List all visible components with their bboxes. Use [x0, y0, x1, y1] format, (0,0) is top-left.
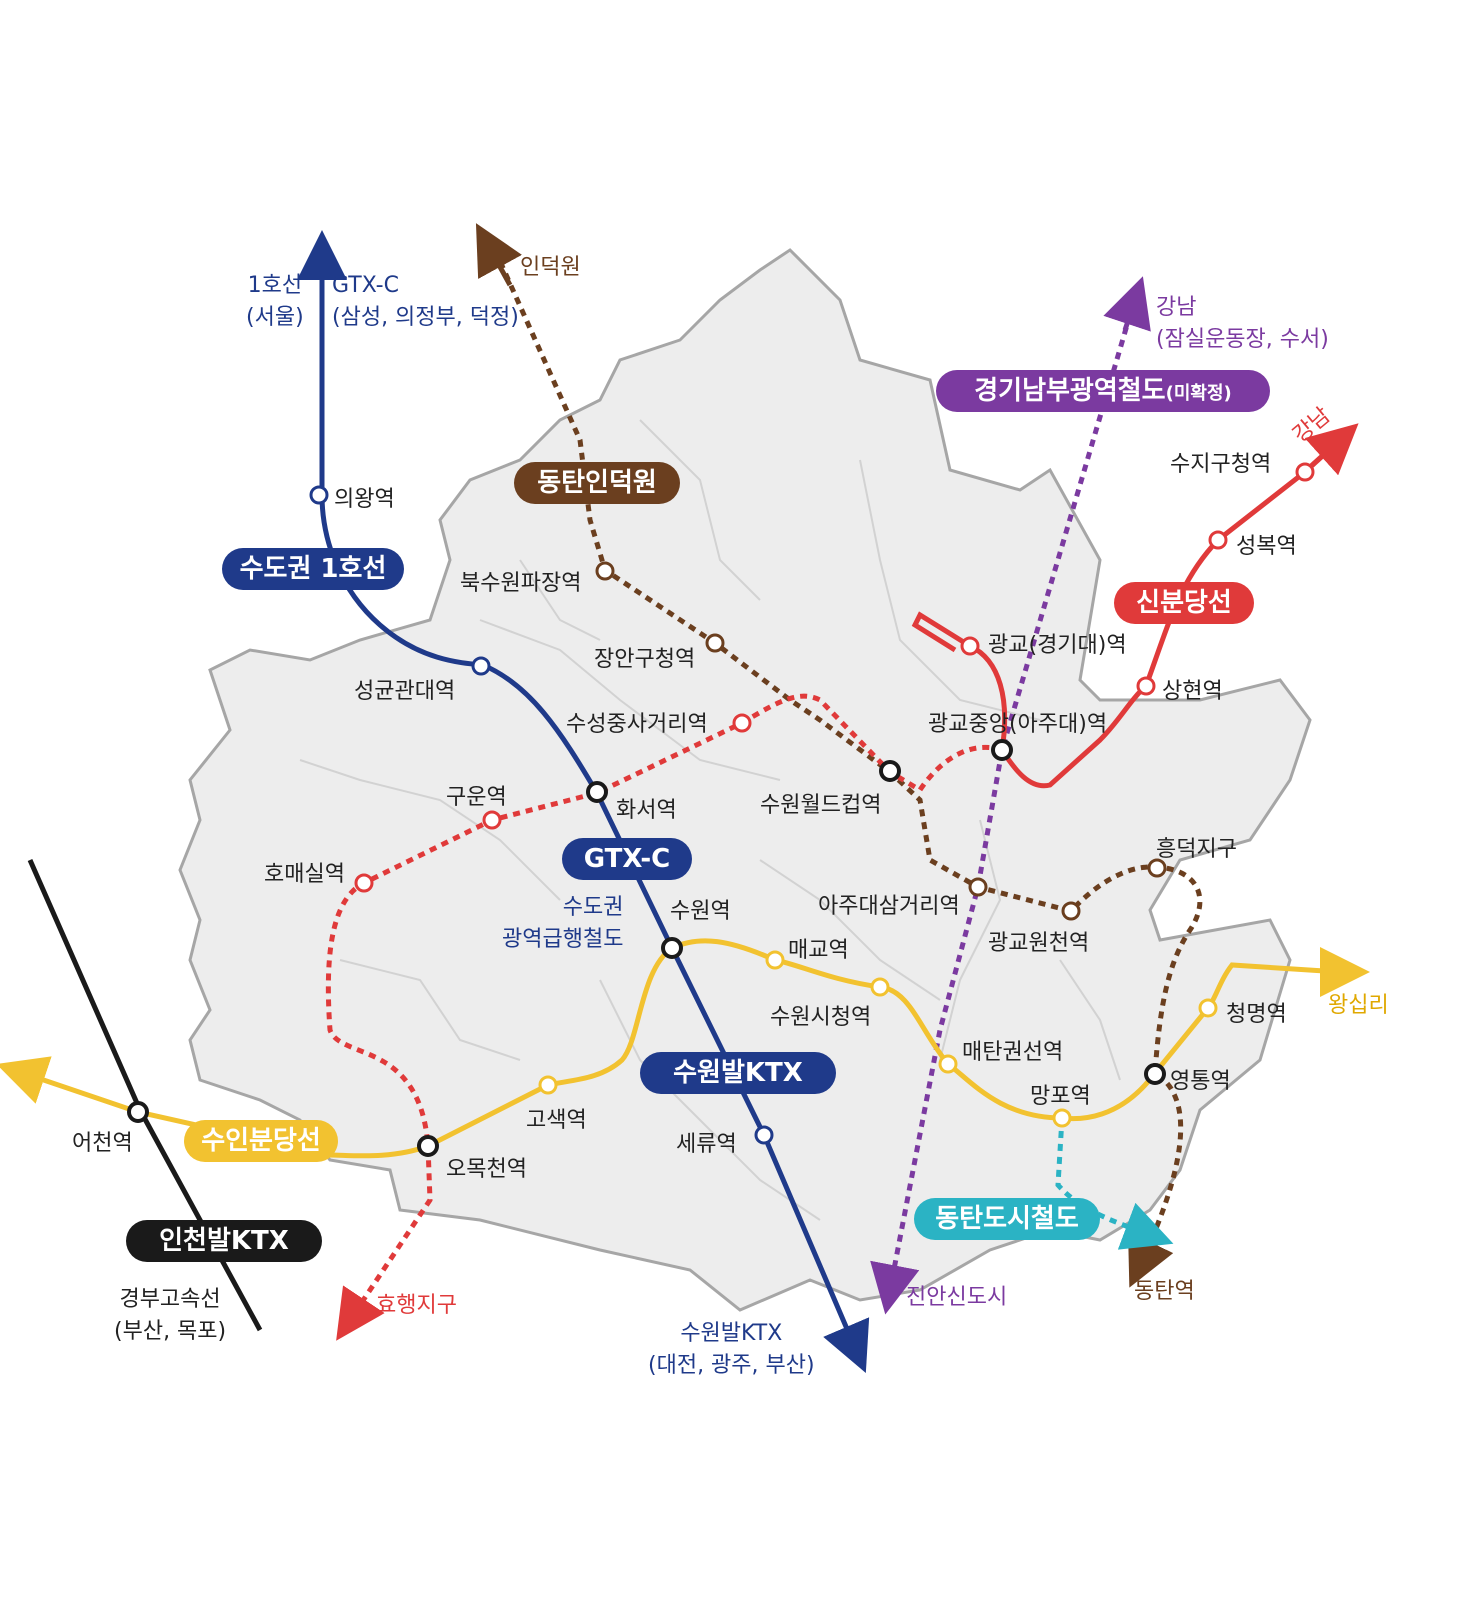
- dongtan-indeokwon-pill: 동탄인덕원: [514, 462, 680, 504]
- line1-pill: 수도권 1호선: [222, 548, 404, 590]
- label-gwanggyo-center: 광교중앙(아주대)역: [928, 712, 1108, 737]
- gyeonggi-south-pill: 경기남부광역철도(미확정): [936, 370, 1270, 412]
- label-cheongmyeong: 청명역: [1226, 1002, 1287, 1027]
- station-suwon-marker: [661, 937, 683, 959]
- station-sanghyeon-marker: [1136, 676, 1156, 696]
- station-yeongtong-marker: [1144, 1063, 1166, 1085]
- station-suseong-marker: [732, 713, 752, 733]
- dest-gangnam-purple-top: 강남: [1156, 295, 1197, 320]
- station-guun-marker: [482, 810, 502, 830]
- station-uiwang-marker: [309, 485, 329, 505]
- label-seongbok: 성복역: [1236, 534, 1297, 559]
- dongtan-city-pill: 동탄도시철도: [914, 1198, 1100, 1240]
- station-homaesil-marker: [354, 873, 374, 893]
- stations: [127, 462, 1315, 1157]
- gangnam-purple-arrow: [1103, 276, 1151, 332]
- label-jangan: 장안구청역: [594, 647, 696, 672]
- station-suji-marker: [1295, 462, 1315, 482]
- label-wonchon: 광교원천역: [988, 931, 1090, 956]
- station-gwanggyo-kyonggi-marker: [960, 636, 980, 656]
- label-heungdeok: 흥덕지구: [1156, 837, 1237, 862]
- dest-gyeongbu-bottom: (부산, 목포): [114, 1319, 227, 1344]
- dest-hyohaeng: 효행지구: [376, 1293, 457, 1318]
- label-suji: 수지구청역: [1170, 452, 1272, 477]
- district-boundaries: [299, 419, 1121, 1221]
- label-seryu: 세류역: [676, 1132, 737, 1157]
- label-eocheon: 어천역: [72, 1131, 133, 1156]
- label-maetan: 매탄권선역: [962, 1040, 1064, 1065]
- label-suseong: 수성중사거리역: [566, 712, 708, 737]
- incheon-ktx-pill: 인천발KTX: [126, 1220, 322, 1262]
- dest-suwon-ktx-top: 수원발KTX: [680, 1321, 783, 1346]
- label-homaesil: 호매실역: [264, 862, 345, 887]
- gtx-pill: GTX-C: [562, 838, 692, 880]
- dest-suwon-ktx-bottom: (대전, 광주, 부산): [648, 1353, 815, 1378]
- gtx-station-note-bottom: 광역급행철도: [502, 927, 624, 952]
- dest-jinan: 진안신도시: [906, 1285, 1008, 1310]
- gyeonggi-south-line: [870, 314, 1133, 1315]
- label-maegyo: 매교역: [788, 938, 849, 963]
- station-jangan-marker: [705, 633, 725, 653]
- station-gwanggyo-center-marker: [991, 739, 1013, 761]
- label-gwanggyo-kyonggi: 광교(경기대)역: [988, 633, 1127, 658]
- label-skku: 성균관대역: [354, 679, 456, 704]
- label-hwaseo: 화서역: [616, 798, 677, 823]
- label-suwon: 수원역: [670, 899, 731, 924]
- station-maetan-marker: [938, 1054, 958, 1074]
- dest-wangsimni: 왕십리: [1328, 993, 1389, 1018]
- label-omokcheon: 오목천역: [446, 1157, 527, 1182]
- suwon-ktx-pill: 수원발KTX: [640, 1052, 836, 1094]
- dest-gtx-bottom: (삼성, 의정부, 덕정): [332, 305, 519, 330]
- suin-bundang-line: [0, 938, 1341, 1159]
- station-hwaseo-marker: [586, 781, 608, 803]
- city-region: [178, 248, 1312, 1312]
- dest-dongtan: 동탄역: [1134, 1279, 1195, 1304]
- dest-gangnam-purple-bottom: (잠실운동장, 수서): [1156, 327, 1329, 352]
- station-ajudae-marker: [968, 877, 988, 897]
- station-seongbok-marker: [1208, 530, 1228, 550]
- label-worldcup: 수원월드컵역: [760, 793, 882, 818]
- gyeonggi-south-pill-sub: (미확정): [1165, 383, 1232, 404]
- label-bugsuwon: 북수원파장역: [460, 571, 582, 596]
- station-heungdeok-marker: [1147, 858, 1167, 878]
- gyeonggi-south-pill-main: 경기남부광역철도: [974, 376, 1166, 406]
- indeokwon-arrow: [475, 223, 522, 287]
- suin-bundang-pill: 수인분당선: [184, 1120, 338, 1162]
- label-mangpo: 망포역: [1030, 1084, 1091, 1109]
- label-ajudae: 아주대삼거리역: [818, 894, 960, 919]
- dest-gyeongbu: 경부고속선 (부산, 목포): [114, 1284, 226, 1348]
- label-guun: 구운역: [446, 785, 507, 810]
- dest-gtx: GTX-C (삼성, 의정부, 덕정): [332, 270, 519, 334]
- gtx-station-note: 수도권 광역급행철도: [502, 892, 623, 956]
- label-yeongtong: 영통역: [1170, 1069, 1231, 1094]
- dest-indeokwon: 인덕원: [520, 255, 581, 280]
- label-sanghyeon: 상현역: [1162, 679, 1223, 704]
- dest-line1: 1호선 (서울): [246, 270, 304, 334]
- dest-line1-top: 1호선: [247, 273, 303, 298]
- dest-gtx-top: GTX-C: [332, 273, 399, 298]
- station-cityhall-marker: [870, 977, 890, 997]
- label-uiwang: 의왕역: [334, 487, 395, 512]
- station-eocheon-marker: [127, 1101, 149, 1123]
- station-worldcup-marker: [879, 760, 901, 782]
- station-wonchon-marker: [1061, 901, 1081, 921]
- station-maegyo-marker: [765, 950, 785, 970]
- station-bugsuwon-marker: [595, 561, 615, 581]
- label-cityhall: 수원시청역: [770, 1005, 872, 1030]
- label-gosaek: 고색역: [526, 1108, 587, 1133]
- station-omokcheon-marker: [417, 1135, 439, 1157]
- dongtan-city-line: [1055, 1117, 1174, 1250]
- dest-line1-bottom: (서울): [246, 305, 304, 330]
- dest-gyeongbu-top: 경부고속선: [119, 1287, 221, 1312]
- dest-suwon-ktx: 수원발KTX (대전, 광주, 부산): [648, 1318, 815, 1382]
- shinbundang-pill: 신분당선: [1114, 582, 1254, 624]
- dest-gangnam-purple: 강남 (잠실운동장, 수서): [1156, 292, 1329, 356]
- gtx-station-note-top: 수도권: [562, 895, 624, 920]
- station-seryu-marker: [754, 1125, 774, 1145]
- station-mangpo-marker: [1052, 1108, 1072, 1128]
- station-cheongmyeong-marker: [1198, 998, 1218, 1018]
- station-skku-marker: [471, 656, 491, 676]
- station-gosaek-marker: [538, 1075, 558, 1095]
